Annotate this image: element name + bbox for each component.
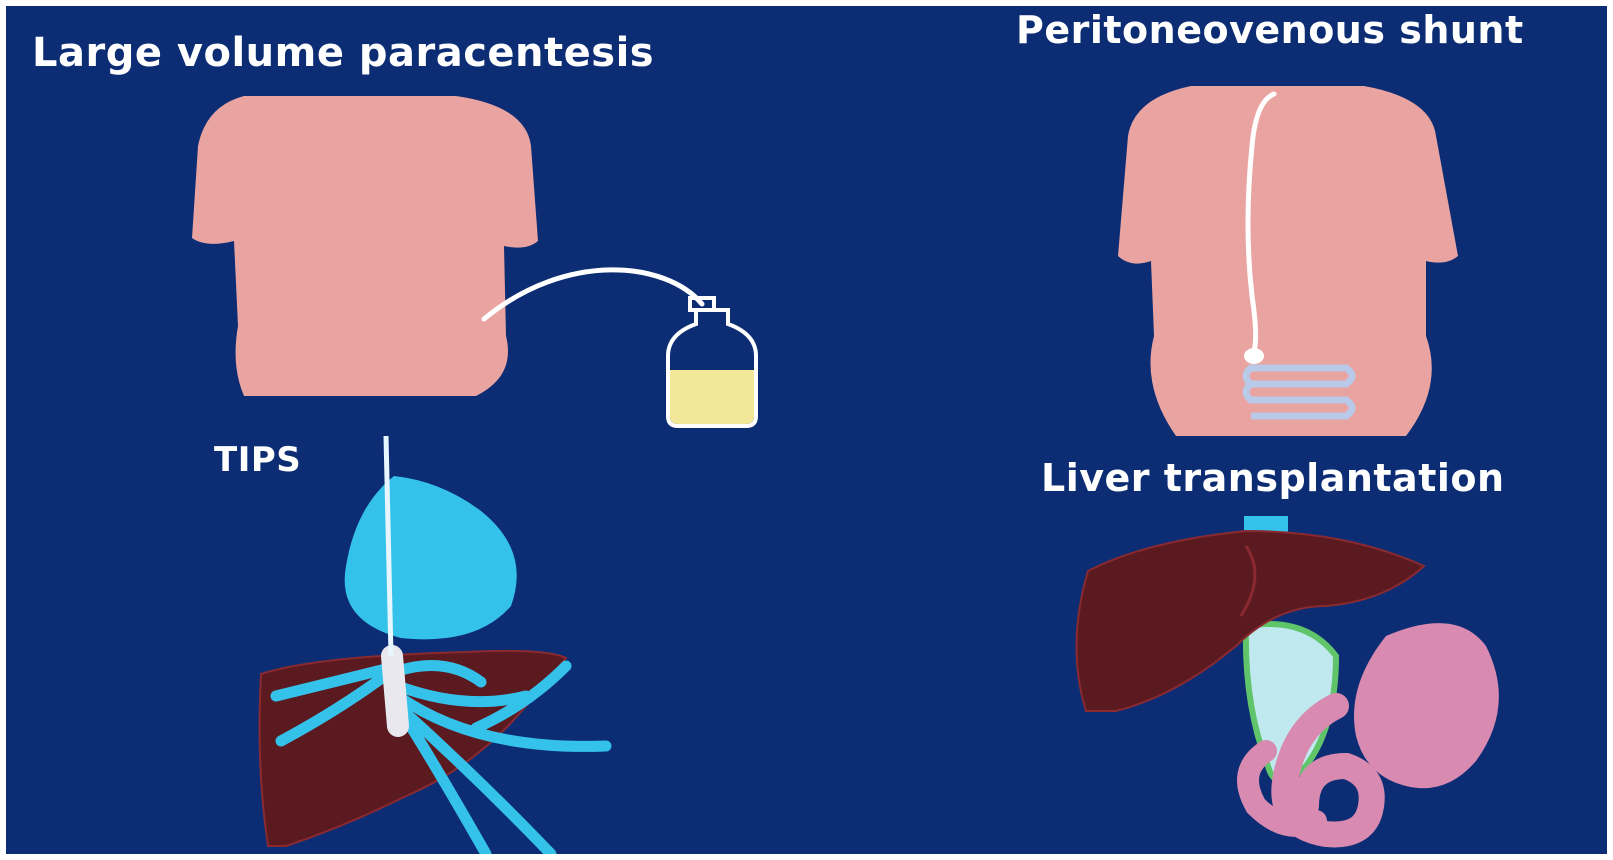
tips-illustration xyxy=(260,436,606,854)
stomach xyxy=(1354,623,1499,788)
slide-background: Large volume paracentesis Peritoneovenou… xyxy=(6,6,1607,854)
tips-stent xyxy=(392,656,398,726)
torso-left xyxy=(192,96,538,396)
transplant-illustration xyxy=(1076,516,1498,834)
tips-label: TIPS xyxy=(214,440,301,480)
drain-tube xyxy=(484,270,702,319)
paracentesis-illustration xyxy=(192,96,756,426)
heart xyxy=(345,476,517,639)
paracentesis-label: Large volume paracentesis xyxy=(32,30,654,76)
shunt-valve xyxy=(1244,348,1264,364)
shunt-illustration xyxy=(1118,86,1458,436)
illustration-canvas xyxy=(6,6,1607,854)
transplant-label: Liver transplantation xyxy=(1041,456,1505,500)
shunt-label: Peritoneovenous shunt xyxy=(1016,8,1524,52)
ascitic-fluid xyxy=(670,370,754,424)
